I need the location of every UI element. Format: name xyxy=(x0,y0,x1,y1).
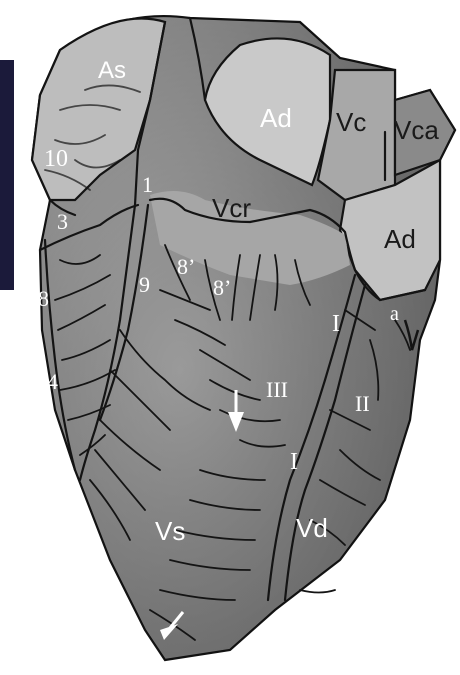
label-1: 1 xyxy=(142,172,153,197)
label-vd: Vd xyxy=(296,513,328,543)
label-8-prime-b: 8’ xyxy=(213,275,231,300)
label-as: As xyxy=(98,57,126,84)
dark-backdrop xyxy=(0,60,14,290)
label-i-lower: I xyxy=(290,449,298,475)
label-vc: Vc xyxy=(336,107,366,137)
label-iii: III xyxy=(266,377,288,402)
label-3: 3 xyxy=(57,209,68,234)
label-vcr: Vcr xyxy=(212,193,251,223)
label-ad-top: Ad xyxy=(260,103,292,133)
label-ad-right: Ad xyxy=(384,224,416,254)
label-9: 9 xyxy=(139,272,150,297)
label-8: 8 xyxy=(38,286,49,311)
label-vs: Vs xyxy=(155,516,185,546)
label-10: 10 xyxy=(44,146,68,172)
label-4: 4 xyxy=(47,369,58,394)
label-a: a xyxy=(390,303,399,325)
label-8-prime-a: 8’ xyxy=(177,254,195,279)
label-ii: II xyxy=(355,391,370,416)
label-i-upper: I xyxy=(332,311,340,337)
label-vca: Vca xyxy=(394,115,439,145)
